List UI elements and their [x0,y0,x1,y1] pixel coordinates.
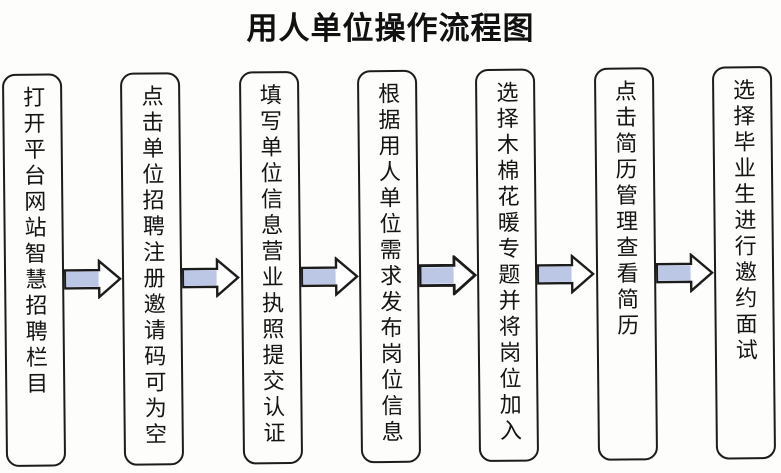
flow-step-2: 点击单位招聘注册邀请码可为空 [120,72,185,466]
flow-step-label: 打开平台网站智慧招聘栏目 [20,85,49,398]
flow-step-3: 填写单位信息营业执照提交认证 [238,70,303,465]
flow-step-label: 点击单位招聘注册邀请码可为空 [138,84,168,449]
flow-step-label: 选择毕业生进行邀约面试 [729,78,758,365]
flow-step-1: 打开平台网站智慧招聘栏目 [1,73,67,468]
flow-arrow-icon [300,255,359,297]
flow-step-label: 填写单位信息营业执照提交认证 [256,83,286,448]
page-title: 用人单位操作流程图 [246,11,535,46]
flow-step-label: 点击简历管理查看简历 [611,79,640,340]
flow-step-label: 选择木棉花暖专题并将岗位加入 [493,80,523,445]
flow-arrow-icon [537,253,596,294]
flow-step-6: 点击简历管理查看简历 [593,67,658,461]
flow-arrow-icon [418,254,478,296]
flow-row: 打开平台网站智慧招聘栏目 点击单位招聘注册邀请码可为空 填写单位信息营业执照提交… [1,65,776,468]
flow-step-5: 选择木棉花暖专题并将岗位加入 [475,68,540,463]
flow-step-4: 根据用人单位需求发布岗位信息 [356,69,421,464]
flow-arrow-icon [64,258,123,299]
flow-arrow-icon [655,252,714,293]
flow-step-7: 选择毕业生进行邀约面试 [711,65,776,460]
flow-arrow-icon [182,257,241,298]
flow-step-label: 根据用人单位需求发布岗位信息 [375,81,404,447]
